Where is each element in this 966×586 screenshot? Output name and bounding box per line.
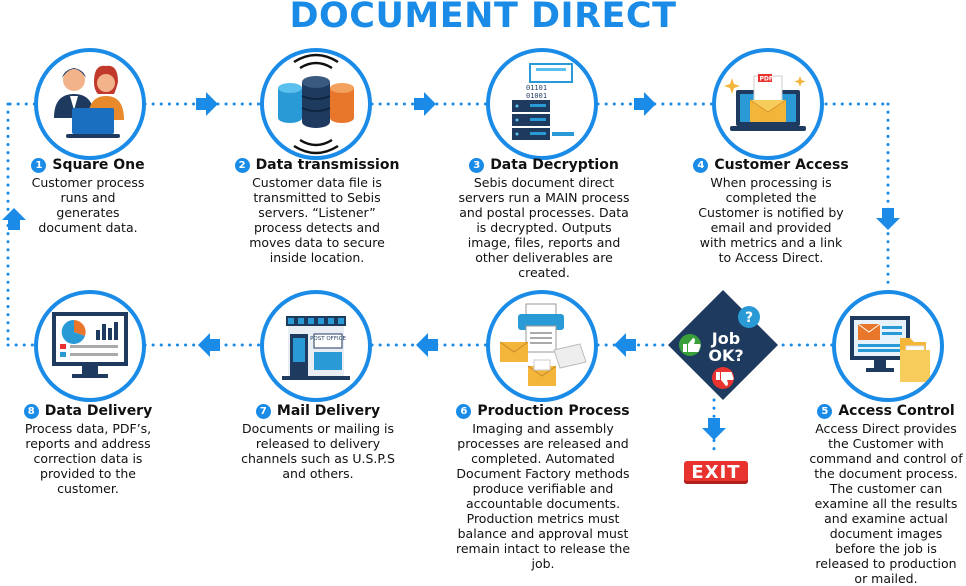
arrow-down-icon <box>702 418 726 440</box>
step-8-icon-circle <box>34 290 146 402</box>
arrow-right-icon <box>634 92 656 116</box>
step-title: Production Process <box>477 403 630 419</box>
step-number-badge: 8 <box>23 404 39 419</box>
binary-text: 01101 <box>526 84 547 92</box>
monitor-folder-icon <box>850 316 930 382</box>
step-2-icon-circle <box>260 48 372 160</box>
thumbs-up-icon <box>679 334 701 356</box>
arrow-right-icon <box>196 92 218 116</box>
step-title: Square One <box>52 157 145 173</box>
step-7-text-block: 7 Mail Delivery Documents or mailing is r… <box>238 403 398 482</box>
database-signal-icon <box>278 53 354 155</box>
step-number-badge: 5 <box>817 404 833 419</box>
laptop-email-icon: PDF <box>724 74 806 131</box>
step-title: Customer Access <box>714 157 849 173</box>
step-description: Documents or mailing is released to deli… <box>241 421 395 481</box>
step-number-badge: 3 <box>469 158 485 173</box>
step-3-text-block: 3 Data Decryption Sebis document direct s… <box>454 157 634 281</box>
question-icon <box>738 306 760 328</box>
flow-connectors <box>2 92 900 452</box>
arrow-left-icon <box>614 333 636 357</box>
job-label: Job <box>711 329 740 348</box>
step-1-text-block: 1 Square One Customer process runs and ge… <box>6 158 170 235</box>
svg-text:?: ? <box>745 310 753 326</box>
step-number-badge: 6 <box>456 404 472 419</box>
page-title: DOCUMENT DIRECT <box>289 0 677 36</box>
step-5-icon-circle <box>832 290 944 402</box>
step-description: Imaging and assembly processes are relea… <box>455 421 631 571</box>
step-title: Mail Delivery <box>276 403 381 419</box>
step-description: Customer data file is transmitted to Seb… <box>249 175 385 265</box>
step-8-text-block: 8 Data Delivery Process data, PDF’s, repo… <box>8 404 168 496</box>
step-6-icon-circle <box>486 290 598 402</box>
post-office-icon: POST OFFICE <box>282 316 350 380</box>
server-binary-icon: 01101 01001 <box>512 63 574 140</box>
step-4-icon-circle: PDF <box>712 48 824 160</box>
step-description: Process data, PDF’s, reports and address… <box>24 421 152 496</box>
step-title: Data Decryption <box>490 157 619 173</box>
arrow-right-icon <box>414 92 436 116</box>
step-title: Data Delivery <box>44 403 153 419</box>
step-title: Access Control <box>838 403 955 419</box>
step-description: Sebis document direct servers run a MAIN… <box>458 175 630 280</box>
step-7-icon-circle: POST OFFICE <box>260 290 372 402</box>
step-6-text-block: 6 Production Process Imaging and assembly… <box>452 403 634 572</box>
binary-text: 01001 <box>526 92 547 100</box>
step-title: Data transmission <box>255 157 400 173</box>
post-office-sign: POST OFFICE <box>310 336 346 342</box>
pdf-label: PDF <box>760 76 773 83</box>
step-2-text-block: 2 Data transmission Customer data file is… <box>232 158 402 265</box>
step-1-icon-circle <box>34 48 146 160</box>
step-5-text-block: 5 Access Control Access Direct provides t… <box>808 404 964 586</box>
step-description: Customer process runs and generates docu… <box>31 175 145 235</box>
job-ok-decision: ? Job OK? <box>668 290 778 400</box>
exit-button[interactable]: EXIT <box>684 461 748 484</box>
arrow-up-icon <box>2 208 26 230</box>
step-4-text-block: 4 Customer Access When processing is comp… <box>688 158 854 265</box>
people-laptop-icon <box>54 65 124 138</box>
arrow-left-icon <box>198 333 220 357</box>
arrow-down-icon <box>876 208 900 230</box>
step-description: When processing is completed the Custome… <box>698 175 844 265</box>
printer-envelopes-icon <box>499 303 587 386</box>
monitor-chart-icon <box>52 312 128 378</box>
step-number-badge: 4 <box>693 158 709 173</box>
step-3-icon-circle: 01101 01001 <box>486 48 598 160</box>
arrow-left-icon <box>416 333 438 357</box>
step-number-badge: 7 <box>255 404 271 419</box>
step-description: Access Direct provides the Customer with… <box>809 421 963 586</box>
step-number-badge: 2 <box>234 158 250 173</box>
step-number-badge: 1 <box>31 158 47 173</box>
ok-label: OK? <box>708 346 743 365</box>
thumbs-down-icon <box>712 367 734 389</box>
